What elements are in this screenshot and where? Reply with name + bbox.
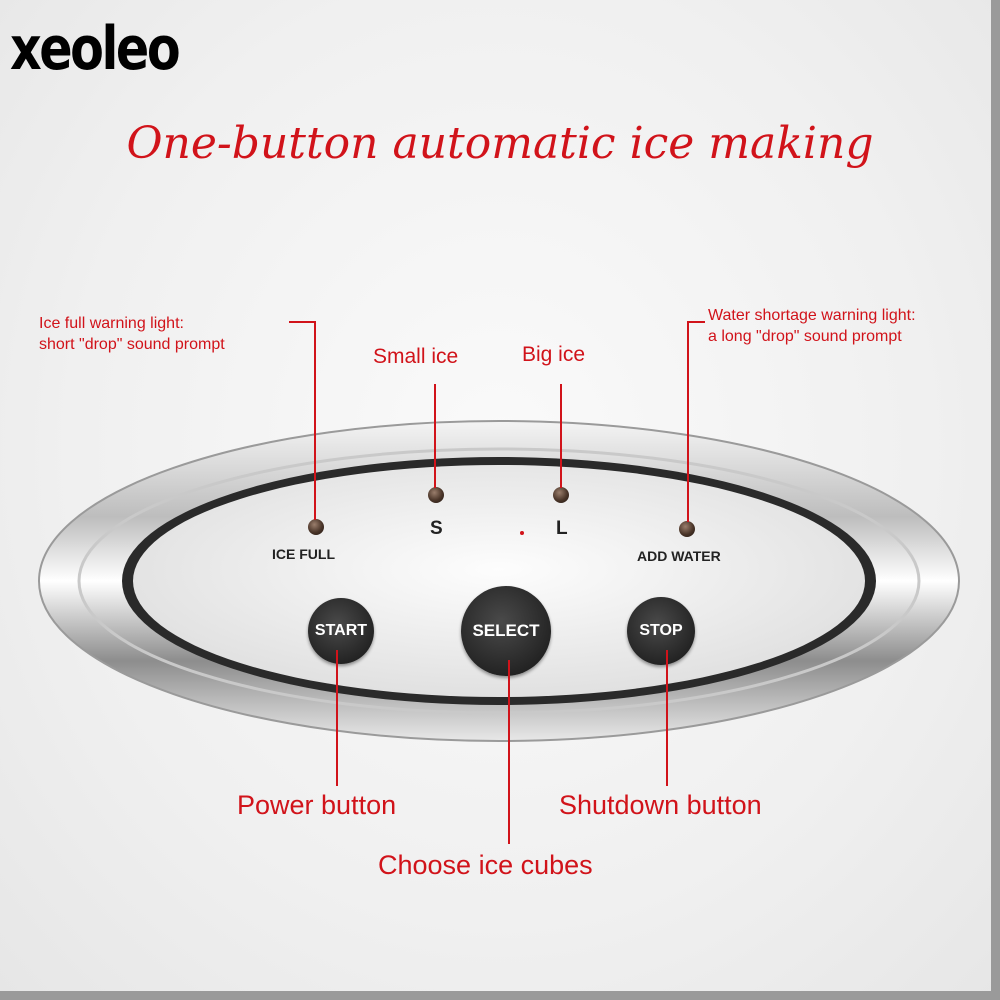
choose-annotation: Choose ice cubes bbox=[378, 850, 593, 880]
choose-callout-line bbox=[508, 660, 510, 844]
water-callout-line-h bbox=[687, 321, 705, 323]
panel-label-s: S bbox=[430, 518, 443, 539]
ice-full-annotation-line2: short "drop" sound prompt bbox=[39, 336, 225, 353]
power-annotation: Power button bbox=[237, 790, 397, 820]
big-ice-led-icon bbox=[553, 487, 569, 503]
shutdown-callout-line bbox=[666, 650, 668, 786]
select-button[interactable]: SELECT bbox=[461, 586, 551, 676]
ice-full-callout-line-h bbox=[289, 321, 316, 323]
small-ice-led-icon bbox=[428, 487, 444, 503]
ice-full-annotation-line1: Ice full warning light: bbox=[39, 315, 184, 332]
big-ice-callout-line bbox=[560, 384, 562, 488]
panel-label-ice-full: ICE FULL bbox=[272, 546, 335, 562]
small-ice-callout-line bbox=[434, 384, 436, 488]
panel-label-add-water: ADD WATER bbox=[637, 548, 721, 564]
callout-dot-icon bbox=[520, 531, 524, 535]
big-ice-annotation: Big ice bbox=[522, 343, 586, 366]
add-water-led-icon bbox=[679, 521, 695, 537]
stop-button[interactable]: STOP bbox=[627, 597, 695, 665]
start-button[interactable]: START bbox=[308, 598, 374, 664]
water-callout-line-v bbox=[687, 321, 689, 522]
ice-full-led-icon bbox=[308, 519, 324, 535]
shutdown-annotation: Shutdown button bbox=[559, 790, 762, 820]
small-ice-annotation: Small ice bbox=[373, 345, 459, 368]
water-annotation-line1: Water shortage warning light: bbox=[708, 307, 916, 324]
water-annotation-line2: a long "drop" sound prompt bbox=[708, 328, 902, 345]
panel-label-l: L bbox=[556, 518, 568, 539]
water-annotation: Water shortage warning light: a long "dr… bbox=[708, 305, 916, 347]
ice-full-callout-line-v bbox=[314, 321, 316, 520]
ice-full-annotation: Ice full warning light: short "drop" sou… bbox=[39, 313, 225, 355]
headline: One-button automatic ice making bbox=[126, 118, 874, 169]
brand-logo: xeoleo bbox=[10, 14, 181, 84]
power-callout-line bbox=[336, 650, 338, 786]
panel-inner-rim bbox=[77, 447, 921, 715]
